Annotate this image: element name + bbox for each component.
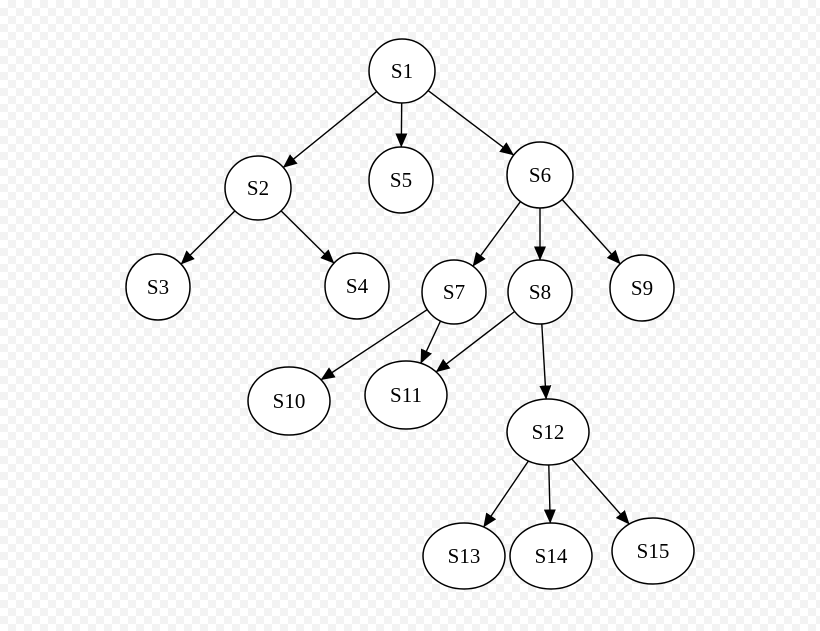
- node-circle: [509, 522, 593, 590]
- node-s1: S1: [368, 38, 436, 104]
- node-label: S5: [390, 168, 412, 192]
- edge-s7-s11: [420, 320, 442, 364]
- edge-s2-s3: [180, 210, 236, 265]
- edge-s1-s2: [282, 91, 378, 168]
- node-label: S7: [443, 280, 465, 304]
- node-s7: S7: [421, 259, 487, 325]
- node-circle: [224, 155, 292, 221]
- edges-layer: [180, 90, 630, 528]
- node-label: S15: [637, 539, 670, 563]
- node-circle: [506, 141, 574, 209]
- node-s2: S2: [224, 155, 292, 221]
- node-s8: S8: [507, 259, 573, 325]
- node-s14: S14: [509, 522, 593, 590]
- node-s3: S3: [125, 253, 191, 321]
- node-label: S6: [529, 163, 551, 187]
- node-s4: S4: [324, 252, 390, 320]
- node-circle: [125, 253, 191, 321]
- edge-s12-s15: [571, 458, 630, 525]
- node-circle: [506, 398, 590, 466]
- edge-s12-s13: [483, 460, 529, 528]
- node-label: S3: [147, 275, 169, 299]
- node-circle: [421, 259, 487, 325]
- edge-s6-s9: [561, 199, 621, 265]
- node-circle: [247, 366, 331, 436]
- edge-s6-s7: [472, 201, 522, 267]
- node-label: S2: [247, 176, 269, 200]
- node-label: S8: [529, 280, 551, 304]
- node-s6: S6: [506, 141, 574, 209]
- node-circle: [422, 522, 506, 590]
- edge-s8-s11: [435, 310, 516, 373]
- node-label: S1: [391, 59, 413, 83]
- node-s13: S13: [422, 522, 506, 590]
- node-s5: S5: [368, 146, 434, 214]
- node-label: S14: [535, 544, 568, 568]
- node-s9: S9: [609, 254, 675, 322]
- node-circle: [364, 360, 448, 430]
- node-label: S13: [448, 544, 481, 568]
- edge-s12-s14: [543, 464, 556, 524]
- node-circle: [609, 254, 675, 322]
- node-label: S12: [532, 420, 565, 444]
- node-circle: [368, 38, 436, 104]
- node-s12: S12: [506, 398, 590, 466]
- node-s15: S15: [611, 517, 695, 585]
- edge-s2-s4: [280, 210, 335, 264]
- node-s11: S11: [364, 360, 448, 430]
- node-circle: [611, 517, 695, 585]
- node-circle: [324, 252, 390, 320]
- node-circle: [507, 259, 573, 325]
- edge-s7-s10: [320, 309, 428, 381]
- node-label: S4: [346, 274, 369, 298]
- node-label: S11: [390, 383, 422, 407]
- node-label: S10: [273, 389, 306, 413]
- node-label: S9: [631, 276, 653, 300]
- edge-s1-s6: [427, 90, 514, 156]
- edge-s8-s12: [539, 323, 552, 400]
- node-circle: [368, 146, 434, 214]
- node-s10: S10: [247, 366, 331, 436]
